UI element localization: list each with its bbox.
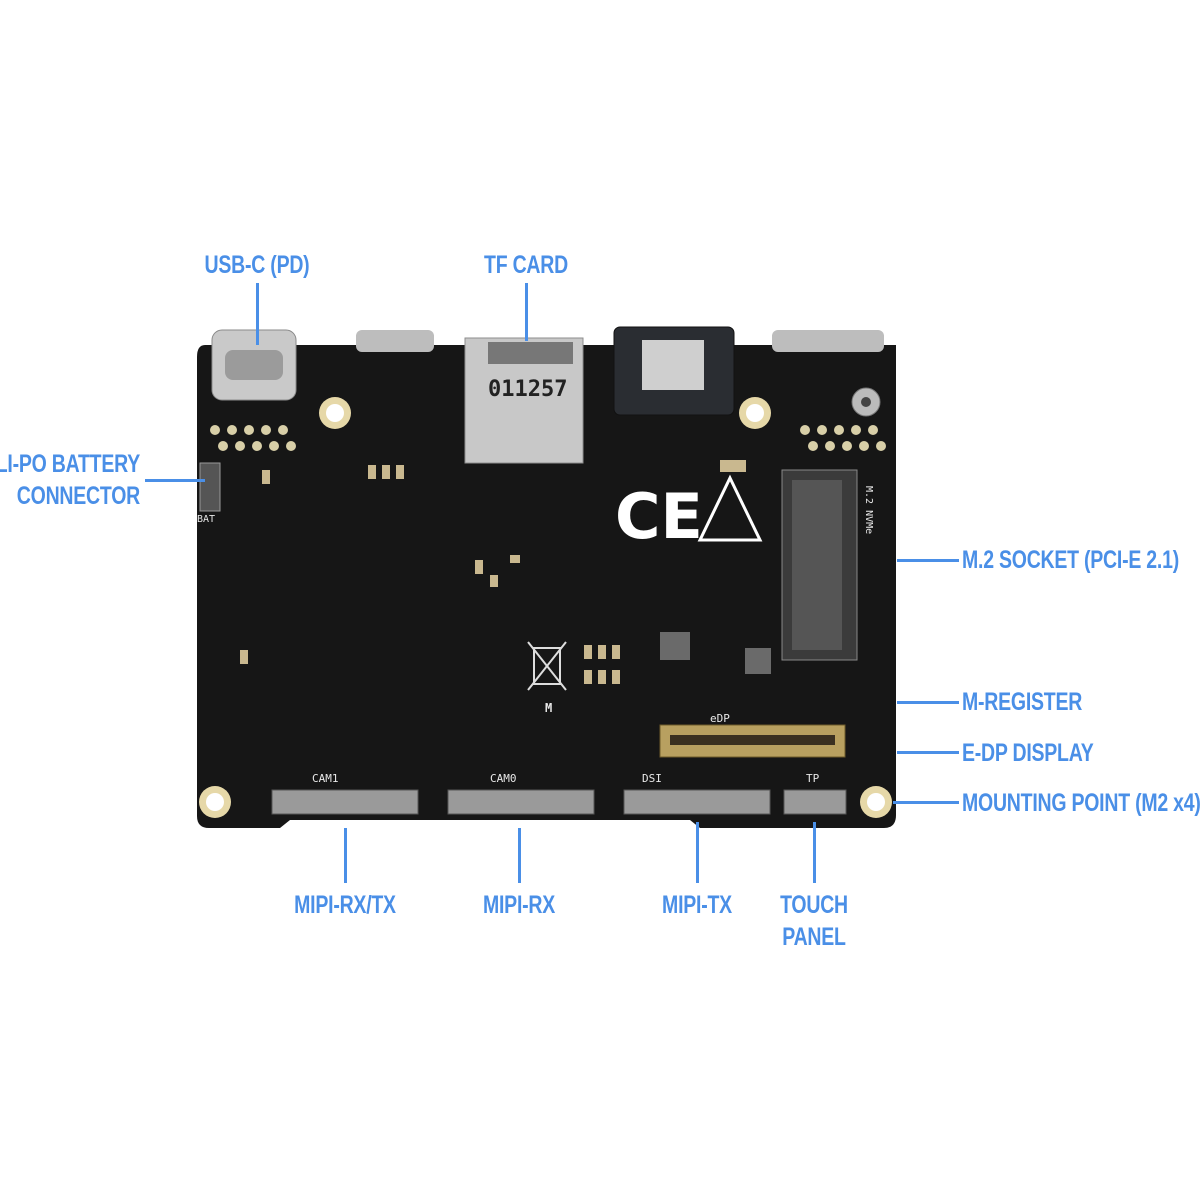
- label-mounting-point: MOUNTING POINT (M2 x4): [962, 789, 1200, 817]
- m2-silk: M.2 NVMe: [863, 486, 874, 534]
- ce-mark: CE: [615, 480, 703, 553]
- leader-usb-c: [256, 283, 259, 345]
- pad-array: [210, 425, 886, 451]
- label-m2-socket: M.2 SOCKET (PCI-E 2.1): [962, 546, 1179, 574]
- label-touch-line2: PANEL: [782, 923, 846, 951]
- m-silk: M: [545, 701, 552, 715]
- leader-battery: [145, 479, 205, 482]
- smd-components: [240, 460, 746, 684]
- tp-silk: TP: [806, 772, 820, 785]
- leader-mipi-rxtx: [344, 828, 347, 883]
- edp-silk: eDP: [710, 712, 730, 725]
- esd-triangle-icon: [697, 474, 763, 542]
- leader-m-register: [897, 701, 959, 704]
- label-usb-c: USB-C (PD): [204, 251, 310, 279]
- label-mipi-rx: MIPI-RX: [482, 891, 556, 919]
- fpc-connectors: [271, 789, 847, 815]
- label-touch-line1: TOUCH: [780, 891, 848, 919]
- label-tf-card: TF CARD: [484, 251, 568, 279]
- dsi-silk: DSI: [642, 772, 662, 785]
- leader-mipi-rx: [518, 828, 521, 883]
- cam1-silk: CAM1: [312, 772, 339, 785]
- label-battery-line2: CONNECTOR: [16, 482, 140, 510]
- leader-tf-card: [525, 283, 528, 341]
- cam0-silk: CAM0: [490, 772, 517, 785]
- usb-c-port-2: [356, 330, 434, 352]
- label-battery-line1: LI-PO BATTERY: [0, 450, 140, 478]
- label-edp-display: E-DP DISPLAY: [962, 739, 1094, 767]
- leader-touch: [813, 822, 816, 883]
- label-mipi-rxtx: MIPI-RX/TX: [294, 891, 396, 919]
- leader-mipi-tx: [696, 822, 699, 883]
- bat-silk: BAT: [197, 514, 215, 525]
- battery-connector: [199, 462, 221, 512]
- tf-card-number: 011257: [488, 377, 567, 402]
- weee-bin-icon: [527, 641, 567, 691]
- usb-port-3: [772, 330, 884, 352]
- leader-edp: [897, 751, 959, 754]
- label-mipi-tx: MIPI-TX: [662, 891, 732, 919]
- leader-m2: [897, 559, 959, 562]
- label-m-register: M-REGISTER: [962, 688, 1083, 716]
- leader-mounting: [893, 801, 959, 804]
